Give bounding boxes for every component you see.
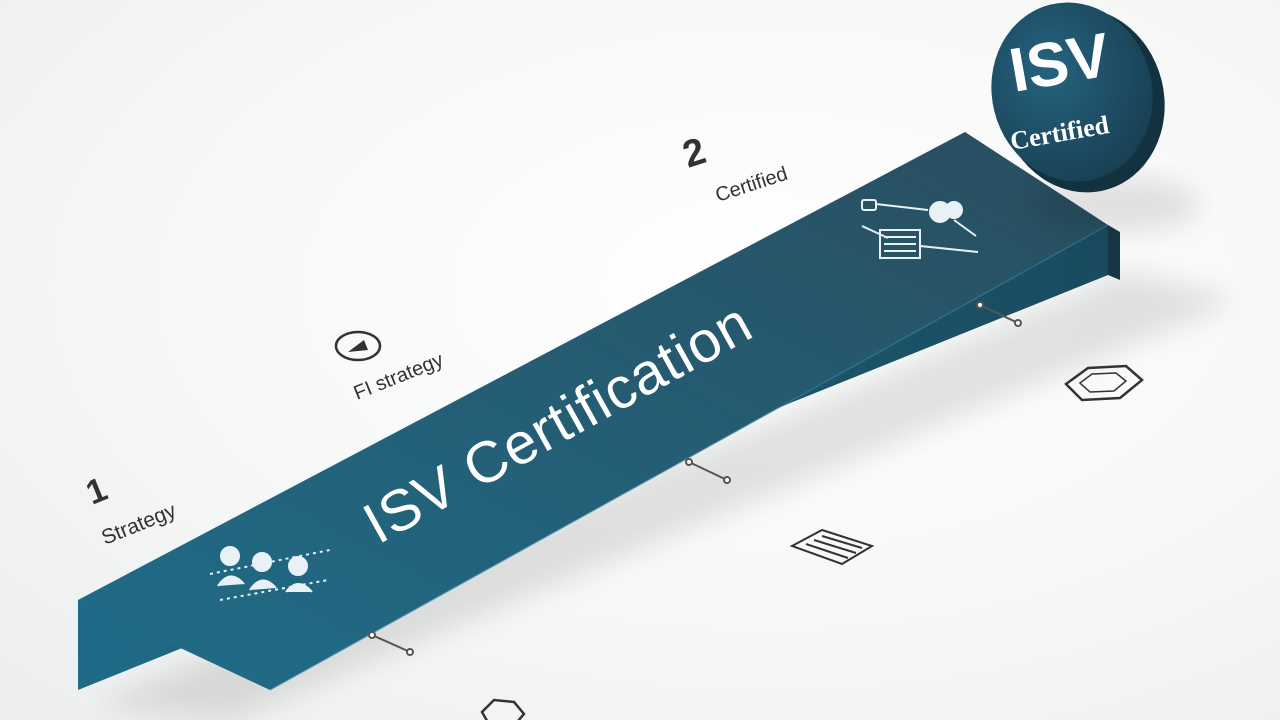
hexagon-icon (1064, 364, 1144, 402)
team-icon (209, 546, 331, 601)
certified-badge (991, 2, 1153, 182)
workflow-icon (861, 199, 979, 259)
step-mid-label: FI strategy (351, 349, 447, 405)
document-icon (789, 528, 875, 566)
step-1-number: 1 (81, 470, 113, 512)
step-1-label: Strategy (98, 499, 180, 550)
step-1: 1 Strategy (81, 470, 180, 550)
connector-pins (368, 301, 1022, 656)
hexagon-outline-icon (480, 698, 526, 720)
badge-shadow (1030, 177, 1200, 233)
step-2-label: Certified (713, 163, 791, 207)
target-icon (334, 330, 382, 362)
bar-edge (269, 224, 1109, 691)
bar-end-face (1108, 225, 1120, 280)
step-mid: FI strategy (334, 330, 447, 405)
badge-main-text: ISV (1004, 20, 1114, 105)
step-2: 2 Certified (678, 130, 791, 207)
step-2-number: 2 (678, 130, 711, 176)
bar-top-face (78, 132, 1108, 690)
